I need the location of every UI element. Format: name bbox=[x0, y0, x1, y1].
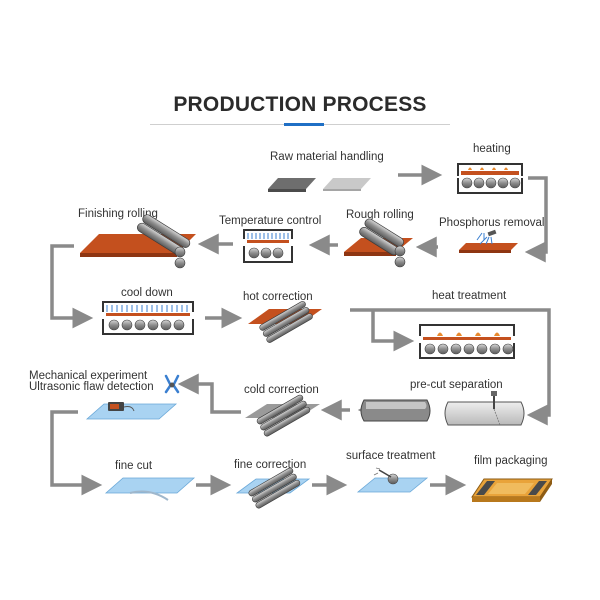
label-surface-treatment: surface treatment bbox=[346, 450, 436, 462]
heating-furnace-illustration bbox=[457, 163, 523, 194]
label-film-packaging: film packaging bbox=[474, 455, 548, 467]
flow-arrows bbox=[50, 164, 551, 496]
label-fine-cut: fine cut bbox=[115, 460, 153, 472]
label-heat-treatment: heat treatment bbox=[432, 290, 507, 302]
phosphorus-removal-illustration bbox=[459, 229, 518, 253]
label-rough-rolling: Rough rolling bbox=[346, 209, 414, 221]
title-accent-bar bbox=[284, 123, 324, 126]
diagram-title: PRODUCTION PROCESS bbox=[173, 93, 427, 116]
surface-treatment-illustration bbox=[356, 467, 429, 493]
arrow-hotcorrection-to-precut bbox=[350, 308, 551, 426]
label-fine-correction: fine correction bbox=[234, 459, 307, 471]
temperature-control-illustration bbox=[243, 229, 293, 263]
cold-correction-illustration bbox=[245, 394, 320, 437]
heat-treatment-illustration bbox=[419, 324, 515, 359]
label-finishing-rolling: Finishing rolling bbox=[78, 208, 158, 220]
finecut-illustration bbox=[104, 477, 196, 501]
raw-material-illustration bbox=[268, 178, 371, 192]
arrow-finishing-to-cooldown bbox=[50, 244, 94, 329]
label-ultrasonic-flaw-detection: Ultrasonic flaw detection bbox=[29, 381, 154, 393]
label-hot-correction: hot correction bbox=[243, 291, 313, 303]
arrow-coldcorrection-to-inspection bbox=[177, 373, 241, 414]
label-phosphorus-removal: Phosphorus removal bbox=[439, 217, 545, 229]
precut-separation-illustration bbox=[444, 391, 525, 426]
hot-correction-illustration bbox=[248, 301, 322, 343]
finecorrection-illustration bbox=[235, 467, 311, 509]
arrow-inspection-to-finecut bbox=[50, 410, 103, 496]
arrow-heating-to-phosphorus bbox=[524, 176, 548, 263]
label-heating: heating bbox=[473, 143, 511, 155]
film-packaging-illustration bbox=[471, 478, 553, 502]
separated-sheet-illustration bbox=[360, 399, 431, 422]
cooldown-illustration bbox=[102, 301, 194, 335]
label-cold-correction: cold correction bbox=[244, 384, 319, 396]
rough-rolling-illustration bbox=[344, 218, 413, 268]
label-pre-cut-separation: pre-cut separation bbox=[410, 379, 503, 391]
inspection-illustration bbox=[85, 374, 180, 420]
arrow-branch-to-heattreatment bbox=[371, 310, 415, 352]
finishing-rolling-illustration bbox=[80, 214, 196, 269]
label-cool-down: cool down bbox=[121, 287, 173, 299]
label-mechanical-experiment: Mechanical experiment bbox=[29, 370, 148, 382]
label-temperature-control: Temperature control bbox=[219, 215, 322, 227]
label-raw-material-handling: Raw material handling bbox=[270, 151, 384, 163]
